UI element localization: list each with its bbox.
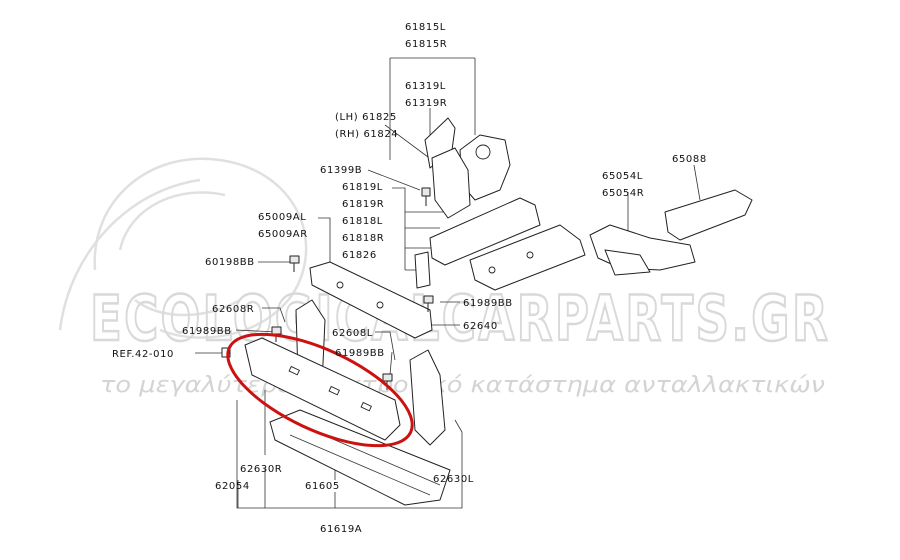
label-ref-42-010[interactable]: REF.42-010 xyxy=(112,349,174,360)
watermark: ECOLOGICALCARPARTS.GR το μεγαλύτερο ηλεκ… xyxy=(58,157,830,398)
label-61989BB-middle[interactable]: 61989BB xyxy=(335,348,385,359)
label-61818R[interactable]: 61818R xyxy=(342,233,384,244)
label-65054L[interactable]: 65054L xyxy=(602,171,643,182)
label-61989BB-left[interactable]: 61989BB xyxy=(182,326,232,337)
part-labels: 61815L 61815R 61319L 61319R (LH) 61825 (… xyxy=(112,22,707,535)
label-65009AL[interactable]: 65009AL xyxy=(258,212,306,223)
label-62054[interactable]: 62054 xyxy=(215,481,250,492)
label-62640[interactable]: 62640 xyxy=(463,321,498,332)
label-61815L[interactable]: 61815L xyxy=(405,22,446,33)
watermark-brand: ECOLOGICALCARPARTS.GR xyxy=(90,282,830,355)
label-61818L[interactable]: 61818L xyxy=(342,216,383,227)
part-62640-upper-member xyxy=(309,261,433,339)
label-61819L[interactable]: 61819L xyxy=(342,182,383,193)
part-drawings xyxy=(221,117,753,506)
part-61818-rail xyxy=(469,224,586,291)
label-65088[interactable]: 65088 xyxy=(672,154,707,165)
part-61319-bracket xyxy=(424,117,456,169)
label-62630L[interactable]: 62630L xyxy=(433,474,474,485)
bolt-61989BB-right xyxy=(423,295,434,312)
label-61819R[interactable]: 61819R xyxy=(342,199,384,210)
part-65088-rail xyxy=(664,189,753,241)
part-62630R-bumper-beam xyxy=(244,337,401,441)
part-61826-plate xyxy=(414,251,431,289)
rail-hole xyxy=(488,266,496,274)
beam-slot xyxy=(328,385,340,396)
member-hole xyxy=(336,281,344,289)
label-62630R[interactable]: 62630R xyxy=(240,464,282,475)
label-62608L[interactable]: 62608L xyxy=(332,328,373,339)
member-hole xyxy=(376,301,384,309)
part-61605-skid-plate xyxy=(269,409,451,506)
label-61399B[interactable]: 61399B xyxy=(320,165,362,176)
rail-hole xyxy=(526,251,534,259)
label-61319R[interactable]: 61319R xyxy=(405,98,447,109)
label-61815R[interactable]: 61815R xyxy=(405,39,447,50)
watermark-tagline: το μεγαλύτερο ηλεκτρονικό κατάστημα αντα… xyxy=(100,373,825,398)
label-65054R[interactable]: 65054R xyxy=(602,188,644,199)
label-61619A[interactable]: 61619A xyxy=(320,524,362,535)
part-62630L-support xyxy=(409,349,446,446)
highlight-ellipse xyxy=(226,332,414,448)
label-61989BB-right[interactable]: 61989BB xyxy=(463,298,513,309)
part-61825-bracket xyxy=(431,147,471,219)
label-60198BB[interactable]: 60198BB xyxy=(205,257,255,268)
part-61819-rail xyxy=(429,197,541,266)
skid-plate-rib xyxy=(289,434,431,496)
bolt-61399B xyxy=(421,187,431,206)
label-61825[interactable]: (LH) 61825 xyxy=(335,112,397,123)
ref-marker xyxy=(221,347,231,358)
label-62608R[interactable]: 62608R xyxy=(212,304,254,315)
bolt-60198BB xyxy=(289,255,300,272)
label-65009AR[interactable]: 65009AR xyxy=(258,229,308,240)
label-61826[interactable]: 61826 xyxy=(342,250,377,261)
label-61319L[interactable]: 61319L xyxy=(405,81,446,92)
label-61605[interactable]: 61605 xyxy=(305,481,340,492)
label-61824[interactable]: (RH) 61824 xyxy=(335,129,398,140)
beam-slot xyxy=(360,401,372,412)
panel-hole xyxy=(475,144,491,160)
beam-slot xyxy=(288,365,300,376)
part-65054-foot xyxy=(604,249,651,276)
